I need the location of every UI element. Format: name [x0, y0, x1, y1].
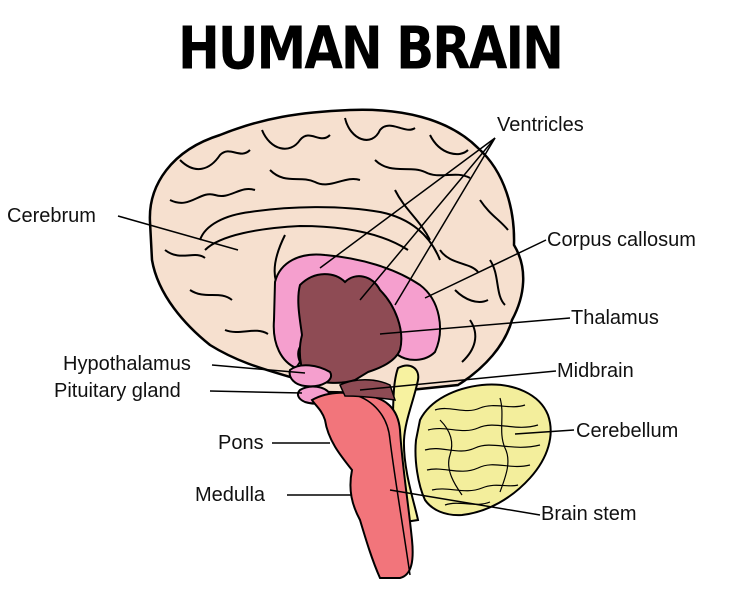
leader-lines [117, 137, 575, 516]
label-medulla: Medulla [195, 484, 266, 506]
label-brain-stem: Brain stem [541, 503, 637, 525]
brain-stem-shape [310, 391, 414, 579]
label-midbrain: Midbrain [557, 360, 634, 382]
label-cerebellum: Cerebellum [576, 420, 679, 442]
diagram-title: HUMAN BRAIN [178, 14, 564, 83]
label-hypothalamus: Hypothalamus [63, 353, 191, 375]
thalamus-shape [297, 273, 403, 384]
cerebellum-folia [424, 397, 541, 506]
label-cerebrum: Cerebrum [7, 205, 96, 227]
label-ventricles: Ventricles [497, 114, 584, 136]
label-corpus-callosum: Corpus callosum [547, 229, 696, 251]
label-thalamus: Thalamus [571, 307, 659, 329]
label-pituitary-gland: Pituitary gland [54, 380, 181, 402]
cerebellum-shape [414, 383, 552, 517]
label-pons: Pons [218, 432, 264, 454]
hypothalamus-shape [288, 364, 333, 388]
brain-stem-inner [354, 394, 411, 576]
